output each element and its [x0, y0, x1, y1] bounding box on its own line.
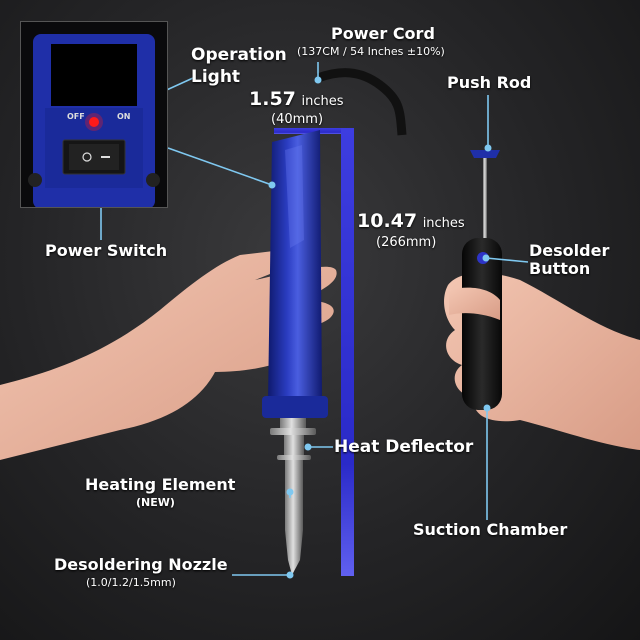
- desoldering-pump: [449, 150, 502, 410]
- soldering-iron: [262, 130, 328, 575]
- switch-on-label: ON: [117, 112, 131, 121]
- width-dimension: 1.57 inches: [249, 88, 344, 110]
- desoldering-nozzle-label: Desoldering Nozzle: [54, 555, 228, 574]
- desolder-button-label: Desolder Button: [529, 241, 610, 278]
- power-switch-label: Power Switch: [45, 241, 168, 260]
- length-dimension: 10.47 inches: [357, 210, 465, 232]
- power-cord: [316, 68, 407, 136]
- push-rod-label: Push Rod: [447, 73, 532, 92]
- left-hand: [0, 250, 337, 460]
- dimension-bracket: [274, 128, 354, 576]
- switch-closeup-inset: OFF ON: [20, 21, 168, 208]
- nozzle-sizes: (1.0/1.2/1.5mm): [86, 576, 176, 589]
- heating-element-label: Heating Element: [85, 475, 236, 494]
- heating-element-note: (NEW): [136, 496, 175, 509]
- switch-closeup-art: [28, 34, 160, 207]
- switch-off-label: OFF: [67, 112, 85, 121]
- callout-dots: [97, 76, 492, 579]
- heat-deflector-label: Heat Deflector: [334, 437, 474, 457]
- width-metric: (40mm): [271, 112, 324, 127]
- length-metric: (266mm): [376, 235, 437, 250]
- operation-light-label: Operation Light: [191, 45, 287, 87]
- power-cord-spec: (137CM / 54 Inches ±10%): [297, 45, 445, 58]
- power-cord-label: Power Cord: [331, 24, 435, 43]
- suction-chamber-label: Suction Chamber: [413, 520, 568, 539]
